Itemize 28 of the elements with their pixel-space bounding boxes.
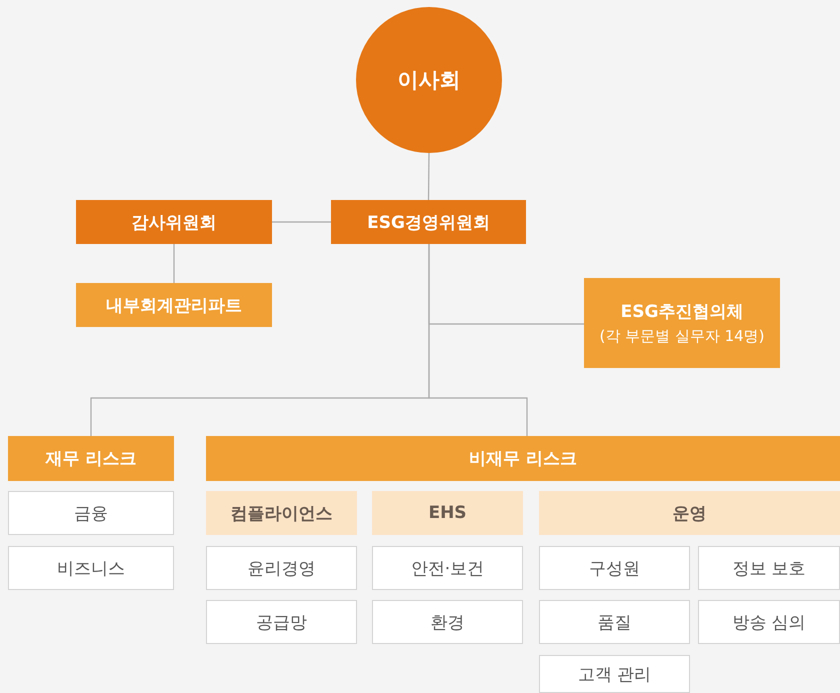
- risk-item-box: 금융: [8, 491, 174, 535]
- category-header: 재무 리스크: [8, 436, 174, 481]
- risk-item-box: 방송 심의: [698, 600, 840, 644]
- risk-item-box: 구성원: [539, 546, 690, 590]
- committee-box: ESG경영위원회: [331, 200, 526, 244]
- subcategory-header: 컴플라이언스: [206, 491, 357, 535]
- risk-item-box: 환경: [372, 600, 523, 644]
- subcategory-header: EHS: [372, 491, 523, 535]
- category-header: 비재무 리스크: [206, 436, 840, 481]
- risk-item-box: 공급망: [206, 600, 357, 644]
- node-title: 이사회: [398, 67, 460, 94]
- risk-item-box: 정보 보호: [698, 546, 840, 590]
- risk-item-box: 품질: [539, 600, 690, 644]
- subcategory-header: 운영: [539, 491, 840, 535]
- committee-box: 감사위원회: [76, 200, 272, 244]
- risk-item-box: 안전·보건: [372, 546, 523, 590]
- risk-item-box: 윤리경영: [206, 546, 357, 590]
- node-title: ESG추진협의체: [620, 301, 744, 323]
- connector-line: [173, 244, 175, 283]
- connector-line: [428, 153, 430, 200]
- council-box: [584, 278, 780, 368]
- board-circle: [356, 7, 502, 153]
- department-box: 내부회계관리파트: [76, 283, 272, 327]
- risk-item-box: 비즈니스: [8, 546, 174, 590]
- risk-item-box: 고객 관리: [539, 655, 690, 693]
- node-note: (각 부문별 실무자 14명): [599, 327, 765, 346]
- connector-line: [272, 221, 331, 223]
- connector-line: [428, 244, 528, 436]
